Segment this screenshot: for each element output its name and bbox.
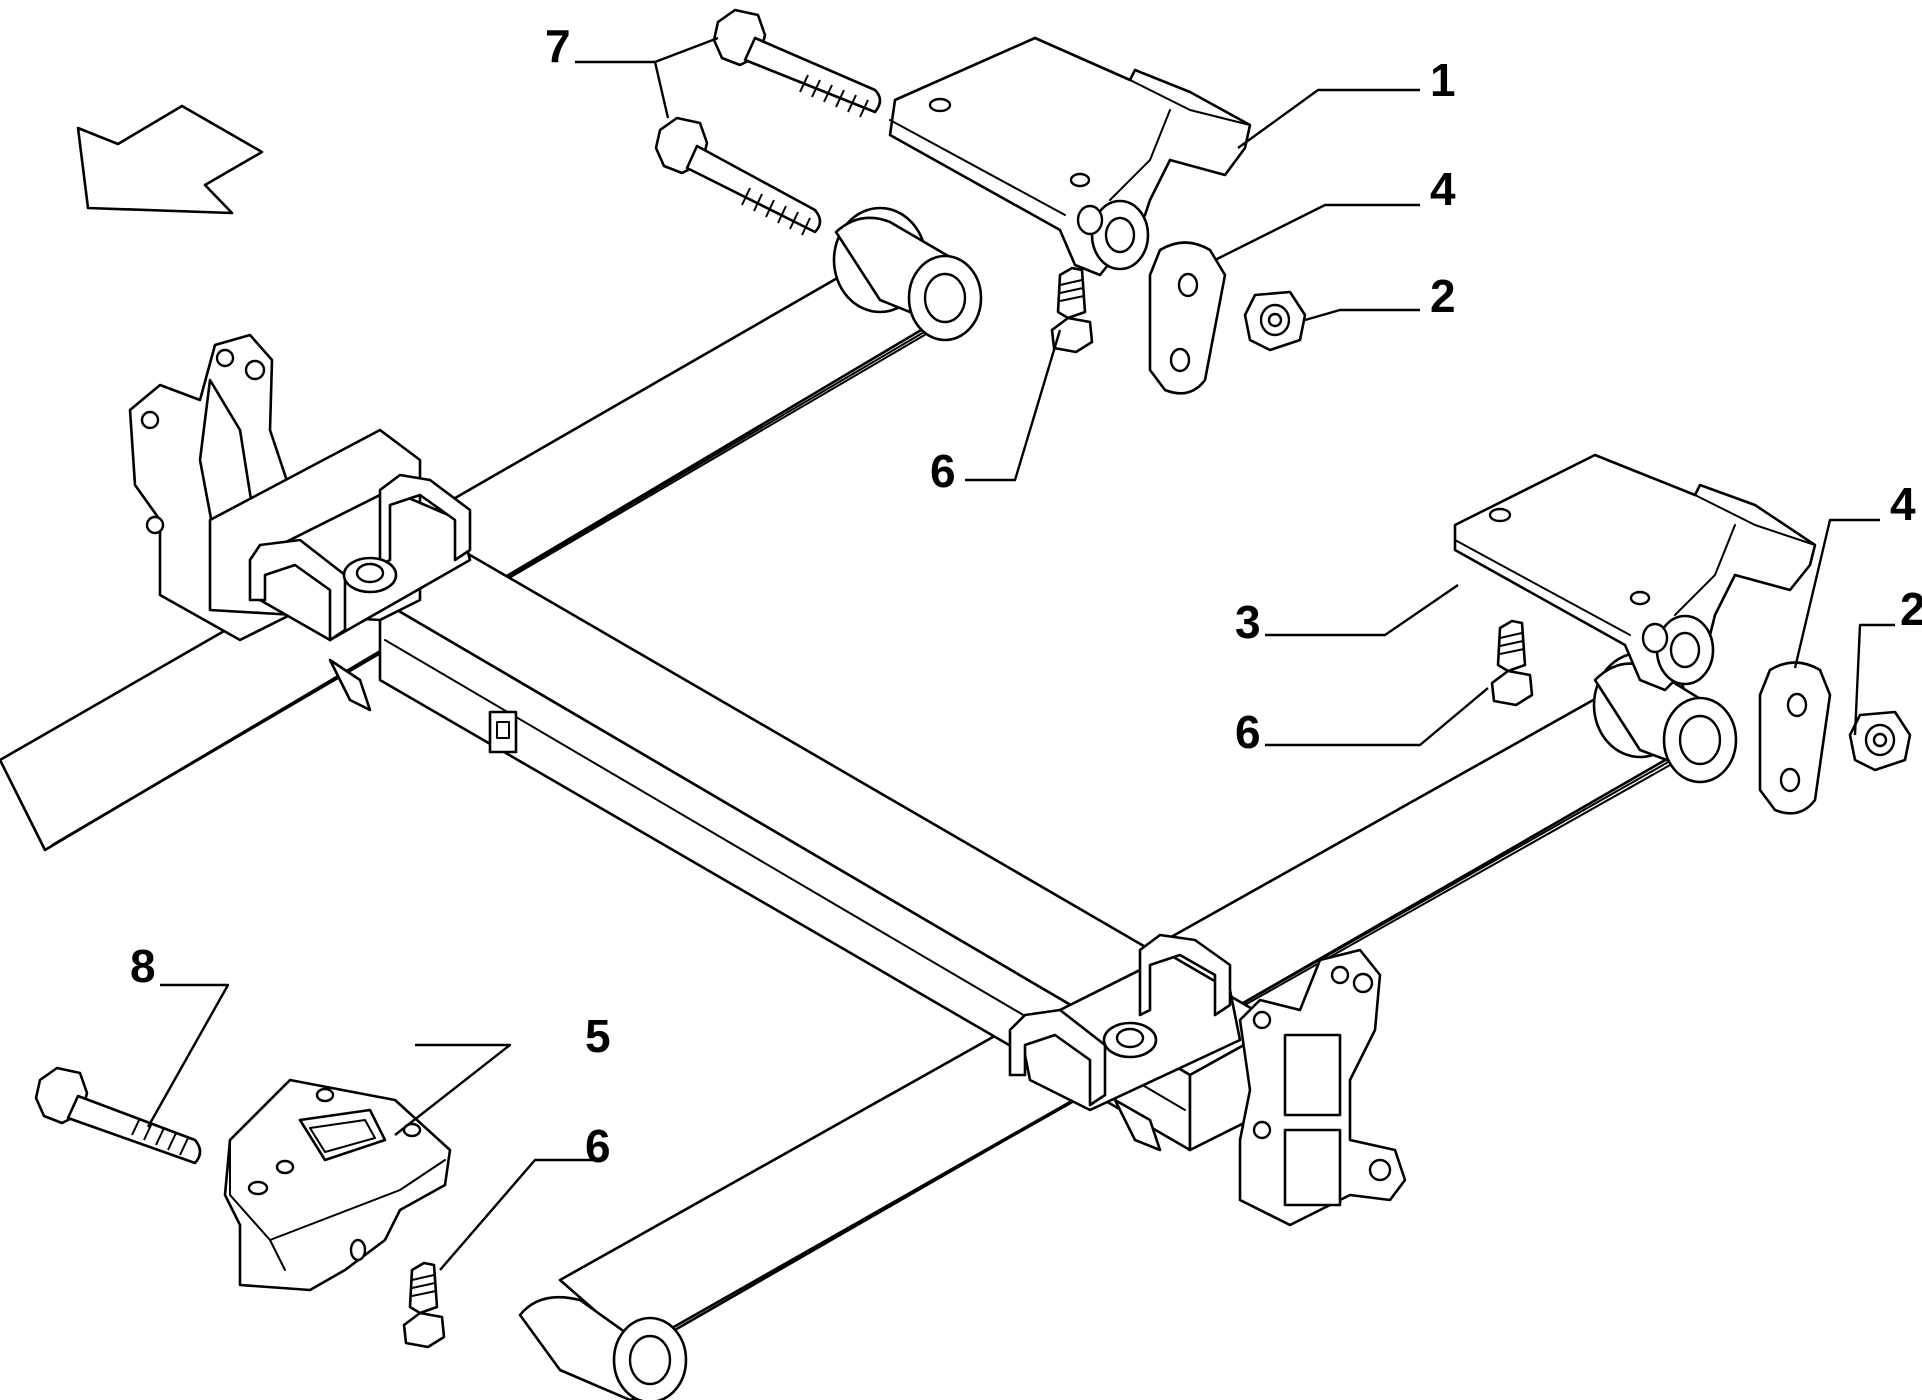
- bolt-lower: [34, 1066, 202, 1165]
- mount-bracket-rear: [1453, 453, 1817, 692]
- callout-4-front: 4: [1430, 163, 1456, 215]
- small-bolt-rear: [1490, 619, 1534, 707]
- lower-bracket: [223, 1078, 452, 1292]
- callout-6-rear: 6: [1235, 706, 1261, 758]
- flange-nut-front: [1243, 290, 1307, 352]
- callout-2-front: 2: [1430, 270, 1456, 322]
- callout-1: 1: [1430, 54, 1456, 106]
- callout-7: 7: [545, 20, 571, 72]
- callout-2-rear: 2: [1900, 583, 1922, 635]
- callout-5: 5: [585, 1010, 611, 1062]
- leaf-spring-front: [0, 206, 983, 852]
- shackle-plate-rear: [1758, 661, 1832, 815]
- axle-bracket-right: [1008, 933, 1407, 1227]
- axle-bracket-left: [128, 333, 472, 712]
- direction-arrow: [76, 104, 264, 215]
- leader-lines: [146, 36, 1895, 1271]
- flange-nut-rear: [1848, 710, 1912, 772]
- small-bolt-lower: [402, 1261, 446, 1349]
- shackle-plate-front: [1148, 241, 1227, 395]
- callout-6-lower: 6: [585, 1120, 611, 1172]
- mount-bracket-front: [888, 36, 1252, 277]
- callouts: 7 1 4 2 6 4 2 3 6 8 5 6: [130, 20, 1922, 1172]
- callout-6-front: 6: [930, 445, 956, 497]
- long-bolt-upper: [712, 8, 882, 118]
- long-bolt-lower: [654, 116, 822, 236]
- callout-8: 8: [130, 940, 156, 992]
- callout-3: 3: [1235, 596, 1261, 648]
- callout-4-rear: 4: [1890, 478, 1916, 530]
